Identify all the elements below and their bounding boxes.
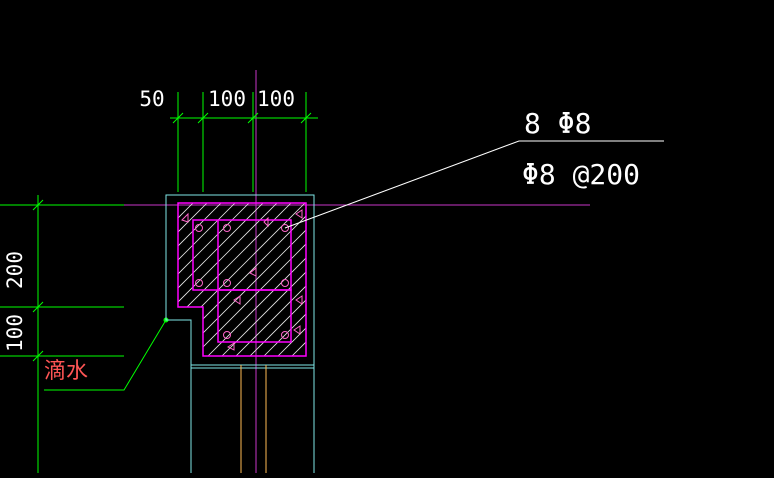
hatch-line — [320, 190, 500, 370]
hatch-line — [348, 190, 528, 370]
beam-outline — [165, 194, 315, 473]
hatch-line — [178, 203, 221, 356]
aggregate-marks — [181, 209, 303, 351]
dimension-100-vertical: 100 — [3, 314, 27, 352]
rebar-label-top: 8 Φ8 — [524, 107, 591, 140]
hatch-line — [263, 203, 306, 356]
concrete-hatch — [178, 190, 542, 370]
dimension-100-right: 100 — [257, 87, 295, 111]
rebar-callout-leader — [284, 140, 664, 229]
top-dimension-chain — [170, 92, 318, 192]
hatch-line — [179, 203, 306, 356]
hatch-line — [178, 203, 193, 356]
hatch-line — [207, 203, 306, 356]
stirrups — [192, 219, 292, 343]
hatch-line — [305, 203, 306, 356]
dimension-50: 50 — [139, 87, 164, 111]
hatch-line — [334, 190, 514, 370]
hatch-line — [291, 203, 306, 356]
hatch-line — [235, 203, 306, 356]
hatch-line — [221, 203, 306, 356]
hatch-line — [249, 203, 306, 356]
dimension-200: 200 — [3, 251, 27, 289]
hatch-line — [178, 203, 207, 356]
left-dimension-chain — [0, 195, 124, 473]
section-outline-magenta — [177, 202, 307, 357]
drip-label: 滴水 — [44, 359, 88, 384]
wall-inner-lines — [240, 365, 267, 473]
hatch-line — [362, 190, 542, 370]
dimension-100-left: 100 — [208, 87, 246, 111]
longitudinal-rebars — [195, 224, 289, 339]
rebar-label-bottom: Φ8 @200 — [522, 158, 640, 191]
